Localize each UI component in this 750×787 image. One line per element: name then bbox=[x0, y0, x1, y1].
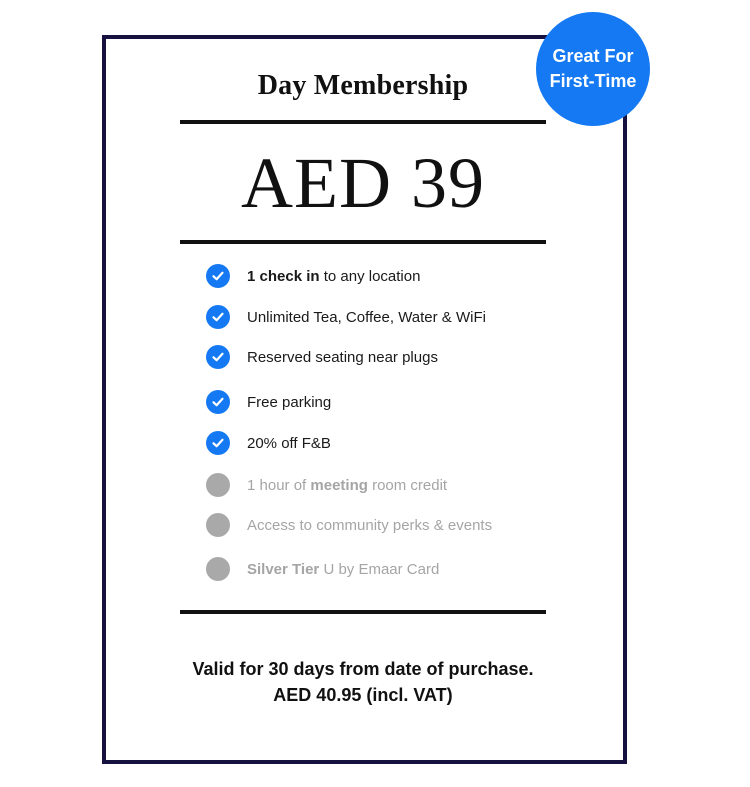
feature-item-disabled: Silver Tier U by Emaar Card bbox=[206, 556, 439, 582]
vat-price: AED 40.95 (incl. VAT) bbox=[273, 685, 453, 705]
check-circle-icon bbox=[206, 264, 230, 288]
badge-line-2: First-Time bbox=[549, 71, 637, 91]
validity-note: Valid for 30 days from date of purchase.… bbox=[180, 656, 546, 708]
feature-label: Silver Tier U by Emaar Card bbox=[247, 560, 440, 578]
feature-label: Reserved seating near plugs bbox=[247, 348, 438, 366]
membership-card bbox=[102, 35, 627, 764]
feature-item: Reserved seating near plugs bbox=[206, 344, 438, 370]
feature-label: 1 check in to any location bbox=[247, 267, 421, 285]
feature-label: Free parking bbox=[247, 393, 332, 411]
feature-item: 1 check in to any location bbox=[206, 263, 420, 289]
feature-label: Access to community perks & events bbox=[247, 516, 493, 534]
badge-line-1: Great For bbox=[552, 46, 634, 66]
feature-item: Free parking bbox=[206, 389, 331, 415]
feature-item-disabled: Access to community perks & events bbox=[206, 512, 492, 538]
feature-label: 20% off F&B bbox=[247, 434, 331, 452]
feature-item: 20% off F&B bbox=[206, 430, 331, 456]
divider-middle bbox=[180, 240, 546, 244]
divider-bottom bbox=[180, 610, 546, 614]
dot-circle-icon bbox=[206, 557, 230, 581]
plan-price: AED 39 bbox=[241, 143, 485, 223]
divider-top bbox=[180, 120, 546, 124]
dot-circle-icon bbox=[206, 473, 230, 497]
feature-item-disabled: 1 hour of meeting room credit bbox=[206, 472, 447, 498]
plan-title: Day Membership bbox=[257, 70, 469, 101]
validity-text: Valid for 30 days from date of purchase. bbox=[192, 659, 534, 679]
check-circle-icon bbox=[206, 431, 230, 455]
dot-circle-icon bbox=[206, 513, 230, 537]
feature-label: 1 hour of meeting room credit bbox=[247, 476, 448, 494]
feature-item: Unlimited Tea, Coffee, Water & WiFi bbox=[206, 304, 486, 330]
check-circle-icon bbox=[206, 390, 230, 414]
great-for-first-time-badge: Great For First-Time bbox=[536, 12, 650, 126]
feature-label: Unlimited Tea, Coffee, Water & WiFi bbox=[247, 308, 486, 326]
check-circle-icon bbox=[206, 305, 230, 329]
check-circle-icon bbox=[206, 345, 230, 369]
